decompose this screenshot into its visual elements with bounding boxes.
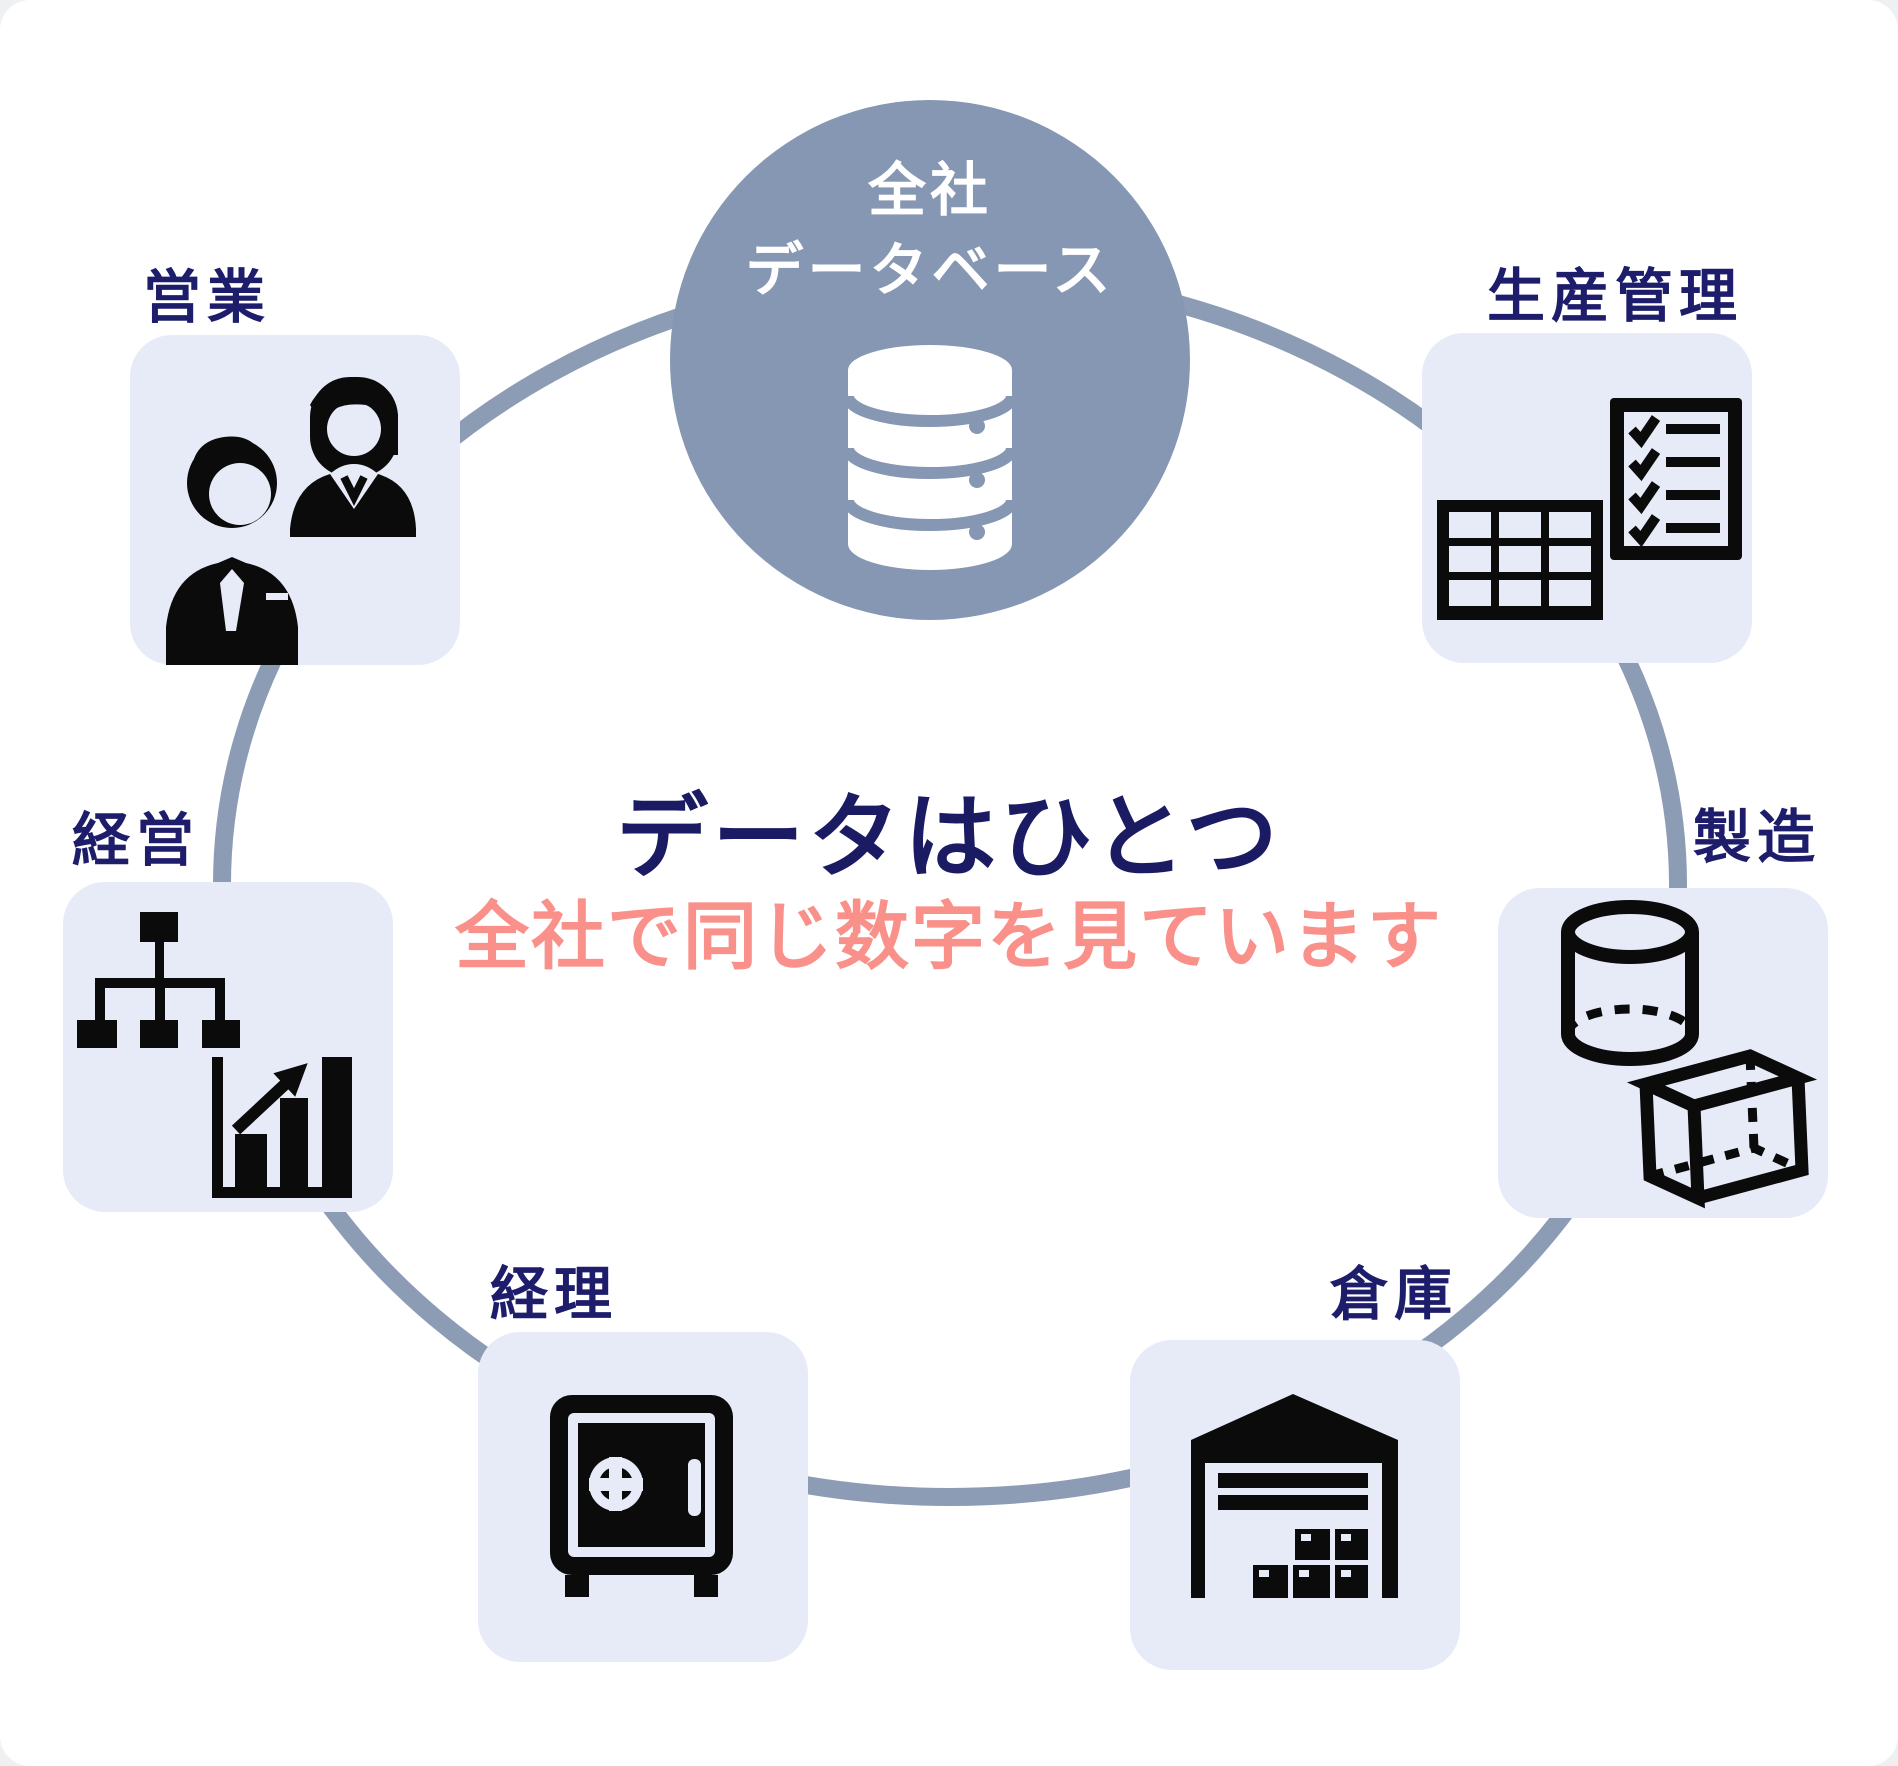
hub-title-line1: 全社 bbox=[867, 158, 992, 223]
center-headline: データはひとつ bbox=[616, 787, 1282, 889]
card-warehouse bbox=[1130, 1340, 1460, 1670]
label-management: 経営 bbox=[72, 808, 201, 873]
org-chart-and-growth-chart-icon bbox=[77, 912, 352, 1198]
card-accounting bbox=[478, 1332, 808, 1662]
businesspeople-icon bbox=[166, 377, 416, 665]
label-manufacturing: 製造 bbox=[1693, 805, 1822, 870]
checklist-and-table-icon bbox=[1437, 398, 1742, 620]
safe-icon bbox=[550, 1395, 733, 1597]
card-sales bbox=[130, 335, 460, 665]
label-production-control: 生産管理 bbox=[1487, 264, 1744, 329]
center-subline: 全社で同じ数字を見ています bbox=[455, 895, 1443, 978]
label-accounting: 経理 bbox=[490, 1262, 619, 1327]
label-warehouse: 倉庫 bbox=[1330, 1262, 1459, 1327]
card-manufacturing bbox=[1498, 888, 1828, 1218]
label-sales: 営業 bbox=[143, 265, 272, 330]
card-production-control bbox=[1422, 333, 1752, 663]
central-database-hub: 全社 データベース bbox=[670, 100, 1190, 620]
database-icon bbox=[847, 345, 1013, 570]
cylinder-and-cube-icon bbox=[1561, 900, 1818, 1209]
warehouse-icon bbox=[1191, 1394, 1398, 1598]
hub-title-line2: データベース bbox=[745, 238, 1115, 303]
card-management bbox=[63, 882, 393, 1212]
